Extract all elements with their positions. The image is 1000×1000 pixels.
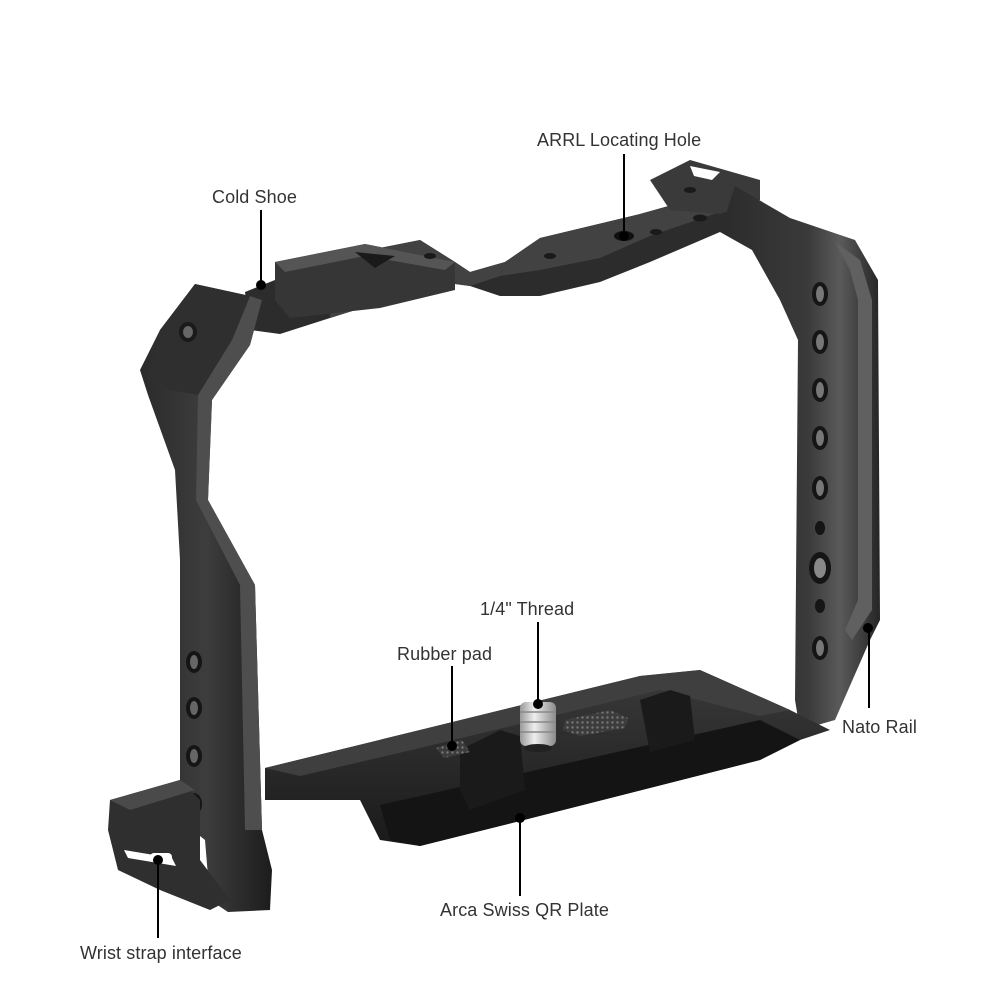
top-handle-bar bbox=[245, 160, 760, 334]
leader-dot-cold-shoe bbox=[256, 280, 266, 290]
label-arca-swiss-qr-plate: Arca Swiss QR Plate bbox=[440, 900, 609, 920]
leader-dot-arrl bbox=[619, 231, 629, 241]
arca-swiss-plate bbox=[265, 670, 830, 846]
leader-dot-arca bbox=[515, 813, 525, 823]
leader-dot-thread bbox=[533, 699, 543, 709]
label-cold-shoe: Cold Shoe bbox=[212, 187, 297, 207]
right-threaded-holes bbox=[809, 282, 831, 660]
label-rubber-pad: Rubber pad bbox=[397, 644, 493, 664]
leader-dot-rubber-pad bbox=[447, 741, 457, 751]
rubber-pad-2 bbox=[563, 710, 628, 736]
label-nato-rail: Nato Rail bbox=[842, 717, 917, 737]
callout-leaders bbox=[153, 154, 873, 938]
left-side-frame bbox=[108, 284, 272, 912]
label-arrl-locating-hole: ARRL Locating Hole bbox=[537, 130, 702, 150]
leader-dot-wrist-strap bbox=[153, 855, 163, 865]
leader-dot-nato-rail bbox=[863, 623, 873, 633]
label-quarter-inch-thread: 1/4" Thread bbox=[480, 599, 575, 619]
quarter-inch-screw bbox=[520, 702, 556, 752]
label-wrist-strap-interface: Wrist strap interface bbox=[80, 943, 242, 963]
right-side-frame bbox=[720, 186, 880, 730]
